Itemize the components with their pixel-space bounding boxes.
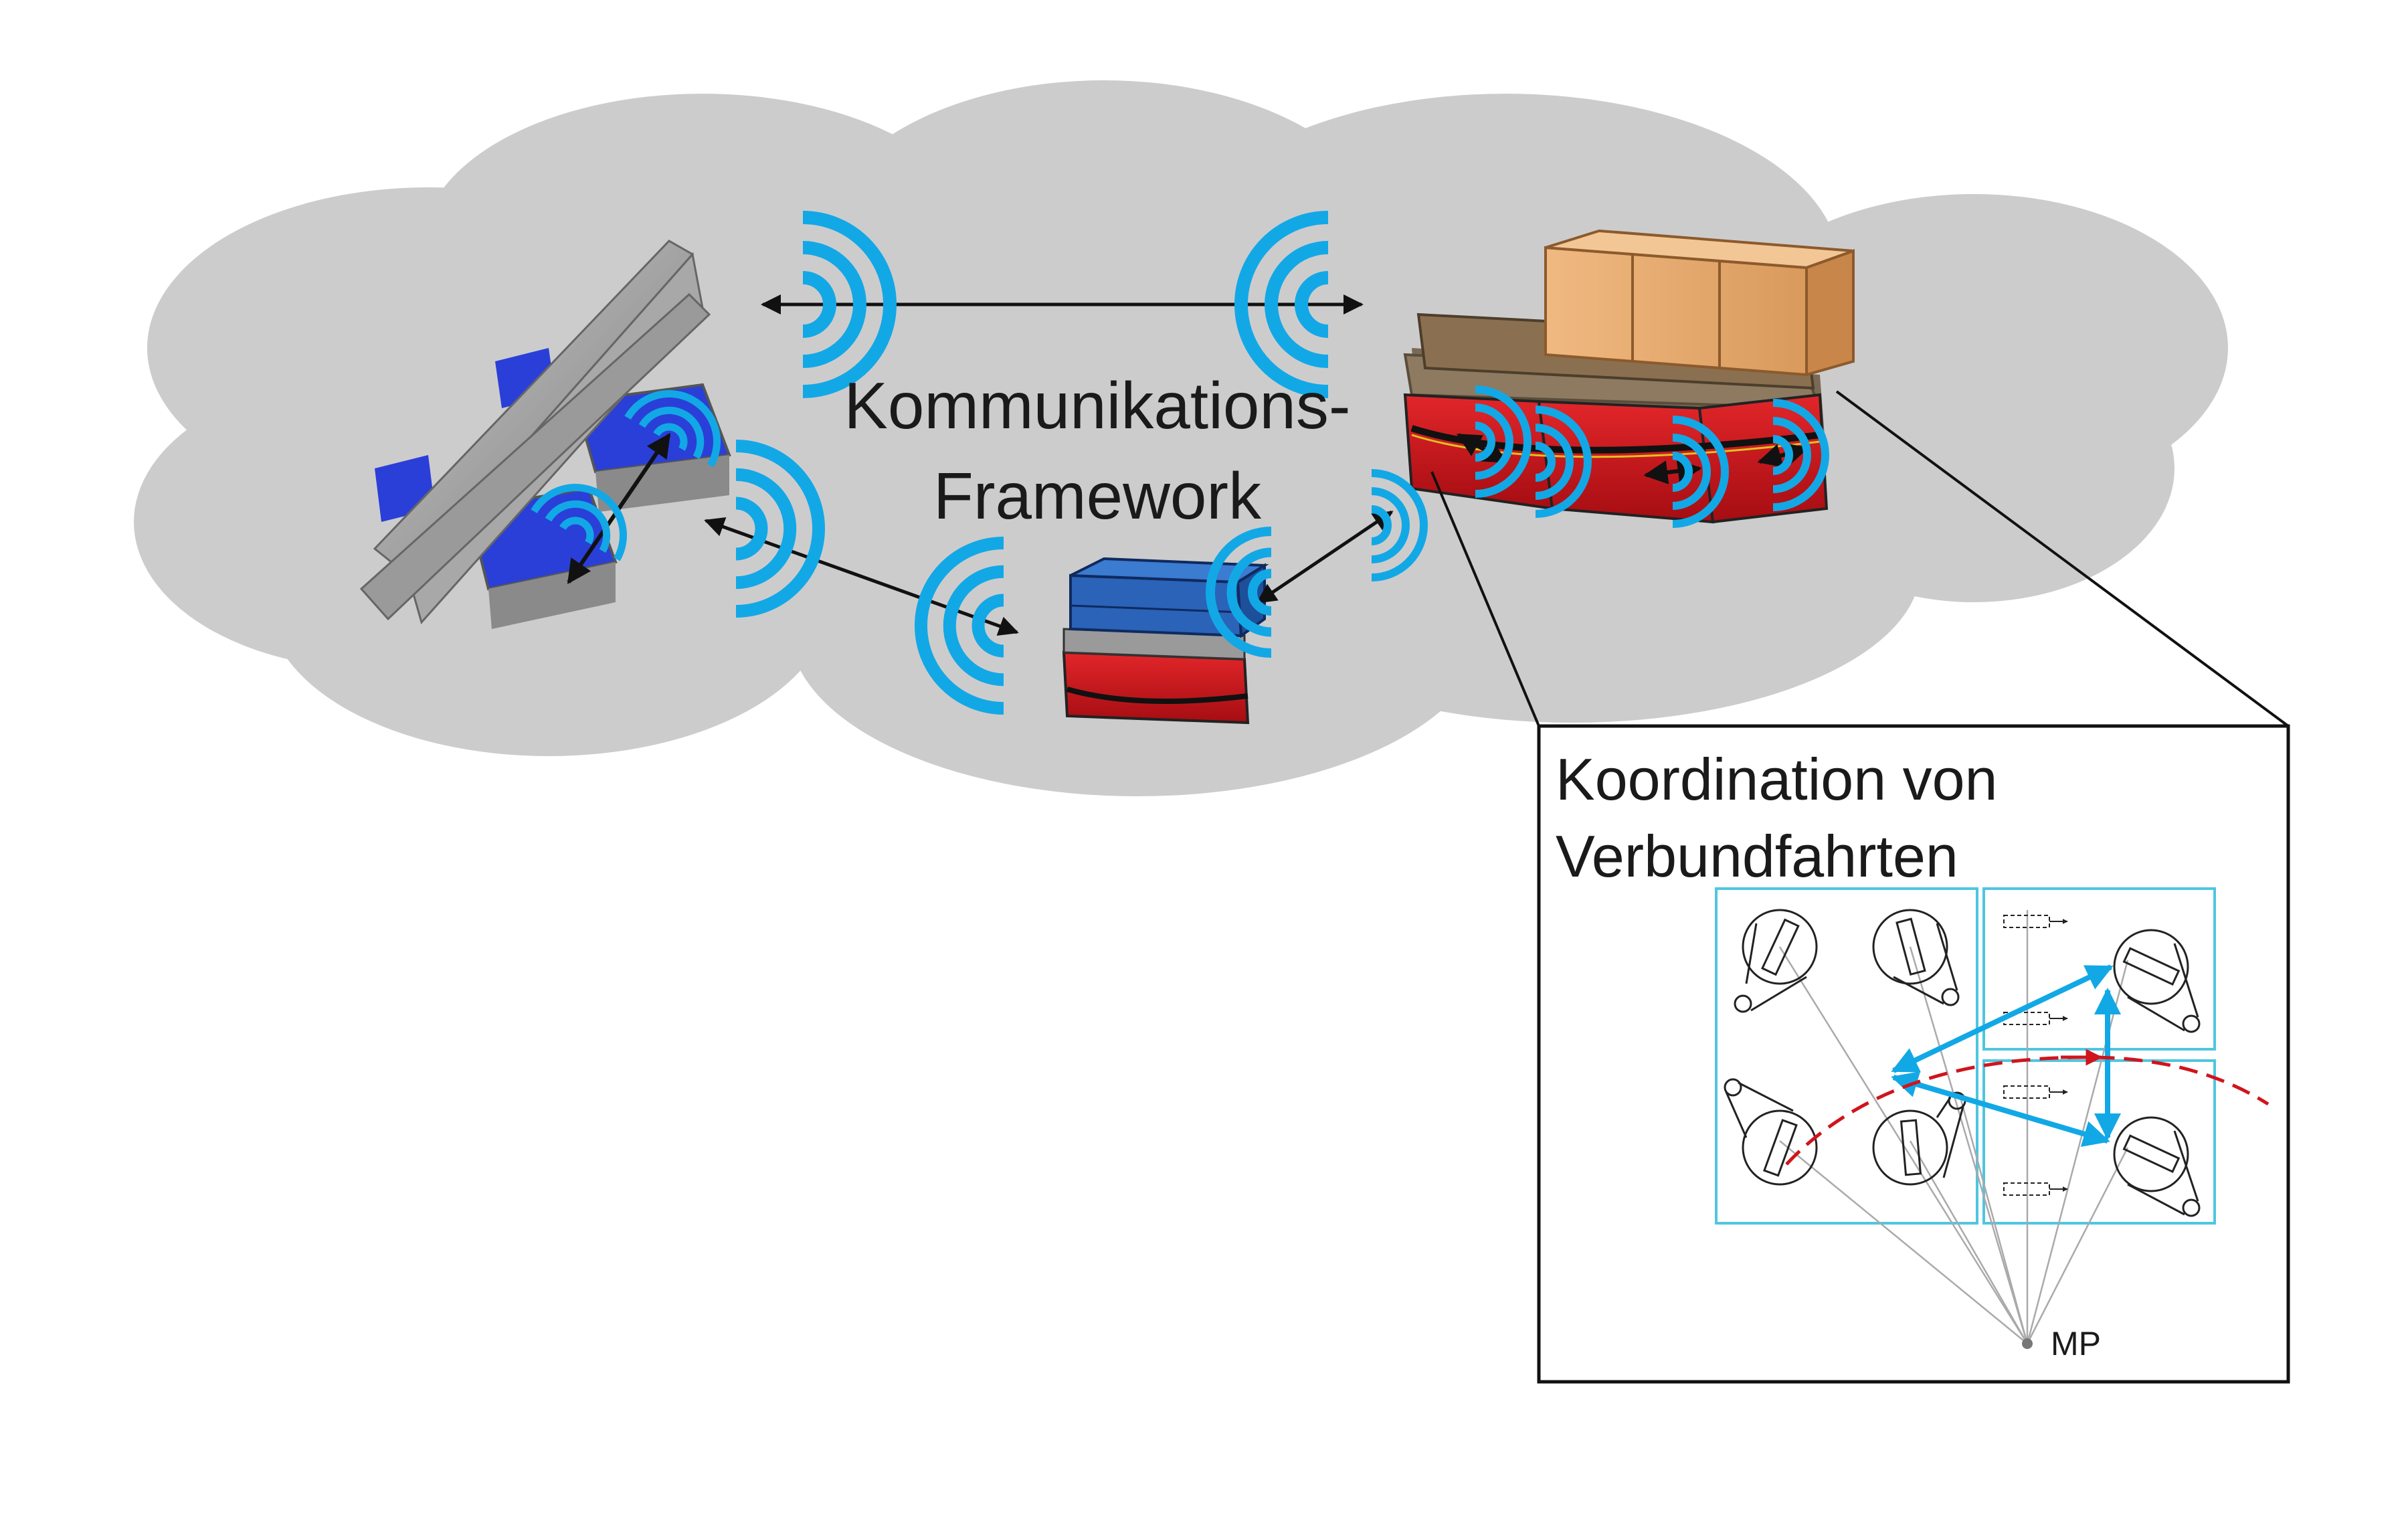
zoom-line-left <box>1430 471 1540 727</box>
mp-point <box>2022 1338 2033 1349</box>
framework-label-line1: Kommunikations- <box>844 369 1350 442</box>
inset-title-line1: Koordination von <box>1556 746 1997 812</box>
coordination-arrows <box>1891 964 2121 1147</box>
mp-label: MP <box>2051 1325 2101 1362</box>
inset-panel: Koordination von Verbundfahrten <box>1537 724 2290 1384</box>
beam-transport-vehicles <box>359 240 731 629</box>
trajectory-path <box>1785 1055 2270 1166</box>
zoom-line-right <box>1835 390 2290 727</box>
framework-label-line2: Framework <box>933 459 1262 533</box>
inset-title-line2: Verbundfahrten <box>1556 823 1958 889</box>
